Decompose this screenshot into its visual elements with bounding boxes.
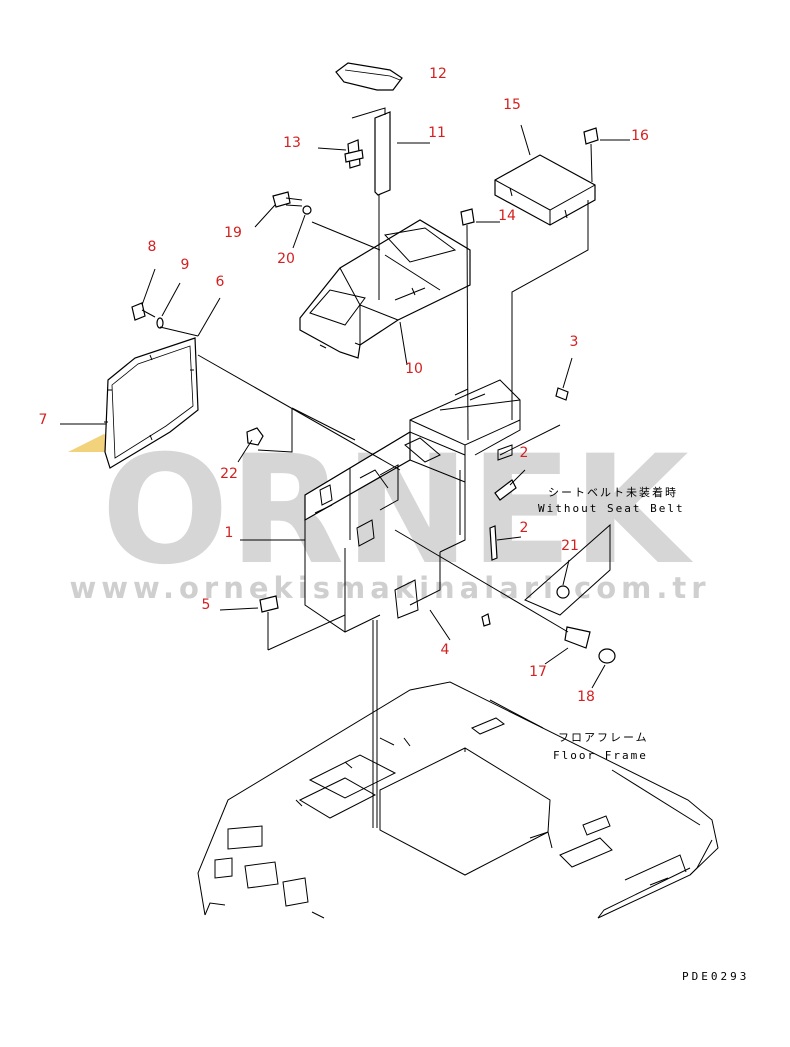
console-frame	[304, 379, 521, 633]
armrest-bracket	[351, 107, 391, 300]
callout-15: 15	[503, 97, 521, 113]
callout-1: 1	[225, 525, 234, 541]
callout-4: 4	[441, 642, 450, 658]
callout-21: 21	[561, 538, 579, 554]
callout-20: 20	[277, 251, 295, 267]
reference-code: PDE0293	[682, 970, 749, 983]
callout-17: 17	[529, 664, 547, 680]
callout-19: 19	[224, 225, 242, 241]
note-seatbelt-jp: シートベルト未装着時	[548, 485, 678, 499]
diagram-notes: シートベルト未装着時 Without Seat Belt フロアフレーム Flo…	[538, 485, 685, 762]
note-floorframe-en: Floor Frame	[553, 749, 648, 762]
callout-7: 7	[39, 412, 48, 428]
callout-5: 5	[202, 597, 211, 613]
callout-2: 2	[520, 520, 529, 536]
side-cover	[104, 337, 199, 469]
callout-8: 8	[148, 239, 157, 255]
callout-16: 16	[631, 128, 649, 144]
callout-14: 14	[498, 208, 516, 224]
upper-cover	[299, 219, 471, 359]
callout-13: 13	[283, 135, 301, 151]
floor-frame	[197, 681, 719, 919]
callout-18: 18	[577, 689, 595, 705]
callout-9: 9	[181, 257, 190, 273]
callout-12: 12	[429, 66, 447, 82]
callout-11: 11	[428, 125, 446, 141]
callout-22: 22	[220, 466, 238, 482]
callout-2: 2	[520, 445, 529, 461]
note-floorframe-jp: フロアフレーム	[558, 731, 649, 744]
rear-cover	[494, 154, 596, 226]
callout-10: 10	[405, 361, 423, 377]
callout-3: 3	[570, 334, 579, 350]
leader-lines	[60, 124, 701, 826]
fasteners	[131, 127, 616, 664]
note-seatbelt-en: Without Seat Belt	[538, 502, 685, 515]
callout-6: 6	[216, 274, 225, 290]
armrest-pad	[335, 62, 403, 91]
watermark-url: www.ornekismakinalari.com.tr	[69, 571, 710, 605]
